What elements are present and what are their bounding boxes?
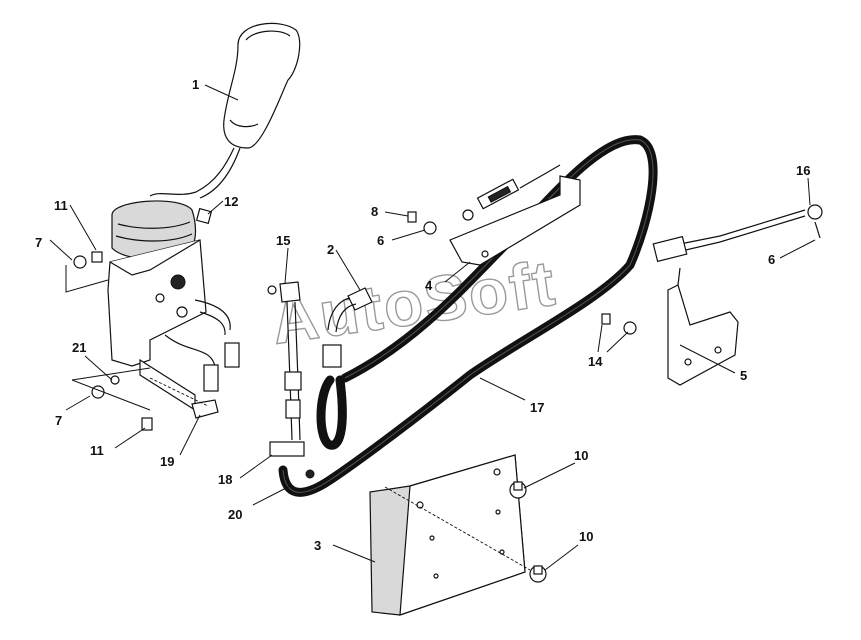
- callout-20: 20: [228, 507, 242, 522]
- mounting-plate-3: [369, 454, 531, 616]
- leader-lines: [49, 84, 816, 571]
- bracket-4: [449, 175, 581, 266]
- callout-18: 18: [218, 472, 232, 487]
- bolt-14: [601, 313, 637, 335]
- callout-6a: 6: [377, 233, 384, 248]
- cable-end-right: [652, 204, 823, 263]
- callout-11b: 11: [90, 443, 104, 458]
- callout-3: 3: [314, 538, 321, 553]
- callout-21: 21: [72, 340, 86, 355]
- callout-14: 14: [588, 354, 603, 369]
- callout-17: 17: [530, 400, 544, 415]
- cable-rod-upper: [462, 164, 561, 221]
- callout-15: 15: [276, 233, 290, 248]
- shift-knob: [149, 22, 301, 199]
- callout-16: 16: [796, 163, 810, 178]
- callout-5: 5: [740, 368, 747, 383]
- callout-7a: 7: [35, 235, 42, 250]
- bolt-10-upper: [509, 481, 527, 499]
- callout-6b: 6: [768, 252, 775, 267]
- callout-2: 2: [327, 242, 334, 257]
- callouts: 1 2 3 4 5 6 6 7 7 8 10 10 11 11 12 14 15…: [35, 77, 810, 553]
- bolt-10-lower: [529, 565, 547, 583]
- callout-4: 4: [425, 278, 433, 293]
- callout-7b: 7: [55, 413, 62, 428]
- bracket-5: [667, 267, 739, 386]
- callout-1: 1: [192, 77, 199, 92]
- shifter-assembly: [107, 200, 240, 412]
- callout-12: 12: [224, 194, 238, 209]
- bracket-19: [149, 377, 219, 419]
- callout-11a: 11: [54, 198, 68, 213]
- hardware-left: [73, 207, 437, 431]
- callout-10a: 10: [574, 448, 588, 463]
- callout-19: 19: [160, 454, 174, 469]
- fitting-2: [322, 287, 373, 368]
- clamp-18: [269, 441, 315, 479]
- callout-8: 8: [371, 204, 378, 219]
- callout-10b: 10: [579, 529, 593, 544]
- swivel-connector-15: [267, 281, 302, 441]
